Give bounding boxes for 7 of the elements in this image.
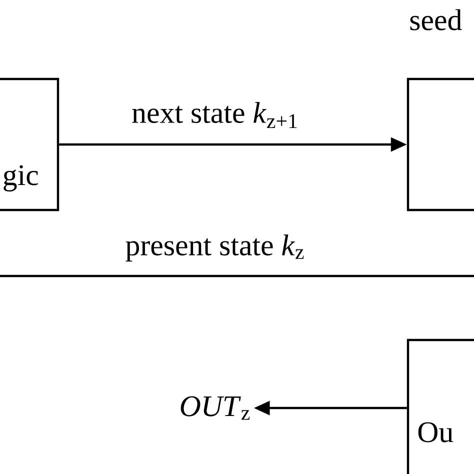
process-box: Ou xyxy=(406,338,474,474)
process-box: gic xyxy=(0,78,60,212)
line-label: present state k$_{z}$ xyxy=(126,234,304,262)
edge-label: next state k$_{z+1}$ xyxy=(130,101,300,129)
process-box: seed xyxy=(406,9,474,212)
node-label: seed xyxy=(410,9,462,30)
output-label: OUT$_{z}$ xyxy=(180,396,250,420)
